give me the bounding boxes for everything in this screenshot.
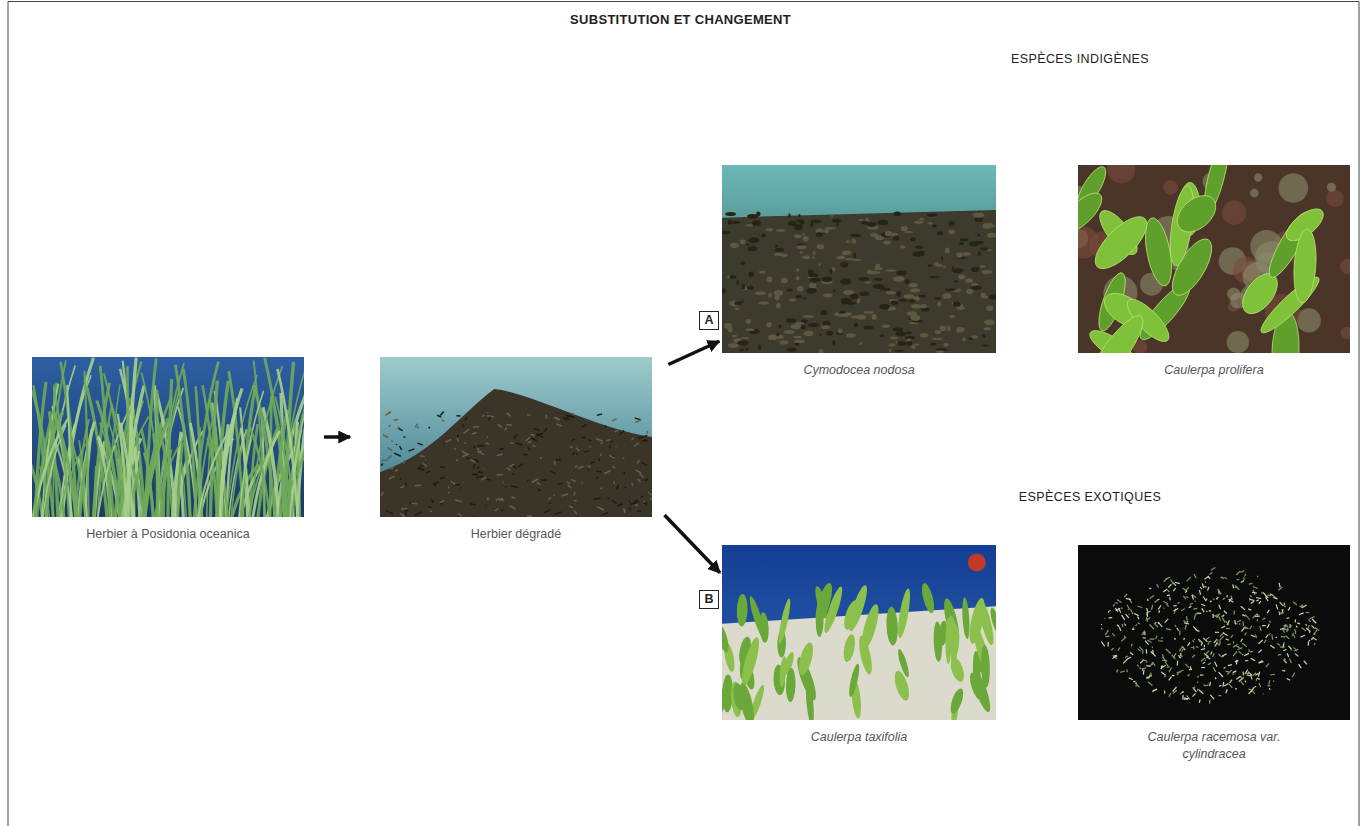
diagram-title: SUBSTITUTION ET CHANGEMENT bbox=[0, 12, 1361, 27]
photo-panel: Caulerpa taxifolia bbox=[722, 545, 996, 746]
photo-caption: Caulerpa racemosa var. cylindracea bbox=[1144, 729, 1284, 763]
photo-caption: Herbier à Posidonia oceanica bbox=[48, 526, 288, 543]
photo-panel: Cymodocea nodosa bbox=[722, 165, 996, 379]
letter-box: A bbox=[699, 311, 719, 330]
photo-illustration bbox=[1078, 545, 1350, 720]
photo-caption: Cymodocea nodosa bbox=[759, 362, 959, 379]
photo-illustration bbox=[1078, 165, 1350, 353]
photo-caption: Caulerpa prolifera bbox=[1114, 362, 1314, 379]
frame-line bbox=[8, 2, 1359, 826]
seabed-picture bbox=[1078, 545, 1350, 720]
photo-illustration bbox=[722, 545, 996, 720]
photo-caption: Caulerpa taxifolia bbox=[759, 729, 959, 746]
callout-letter: B bbox=[704, 593, 713, 606]
seabed-picture bbox=[1078, 165, 1350, 353]
photo-panel: Caulerpa racemosa var. cylindracea bbox=[1078, 545, 1350, 763]
flow-arrow bbox=[668, 341, 719, 364]
photo-panel: Herbier dégradé bbox=[380, 357, 652, 543]
photo-illustration bbox=[380, 357, 652, 517]
flow-arrow bbox=[664, 515, 719, 573]
group-heading: ESPÈCES EXOTIQUES bbox=[1019, 490, 1161, 504]
group-heading: ESPÈCES INDIGÈNES bbox=[1011, 52, 1149, 66]
photo-panel: Caulerpa prolifera bbox=[1078, 165, 1350, 379]
seabed-picture bbox=[722, 545, 996, 720]
photo-illustration bbox=[722, 165, 996, 353]
seabed-picture bbox=[32, 357, 304, 517]
seabed-picture bbox=[722, 165, 996, 353]
letter-box: B bbox=[699, 590, 719, 609]
photo-caption: Herbier dégradé bbox=[416, 526, 616, 543]
photo-illustration bbox=[32, 357, 304, 517]
flow-arrow bbox=[324, 435, 350, 439]
seabed-picture bbox=[380, 357, 652, 517]
callout-letter: A bbox=[704, 314, 713, 327]
photo-panel: Herbier à Posidonia oceanica bbox=[32, 357, 304, 543]
